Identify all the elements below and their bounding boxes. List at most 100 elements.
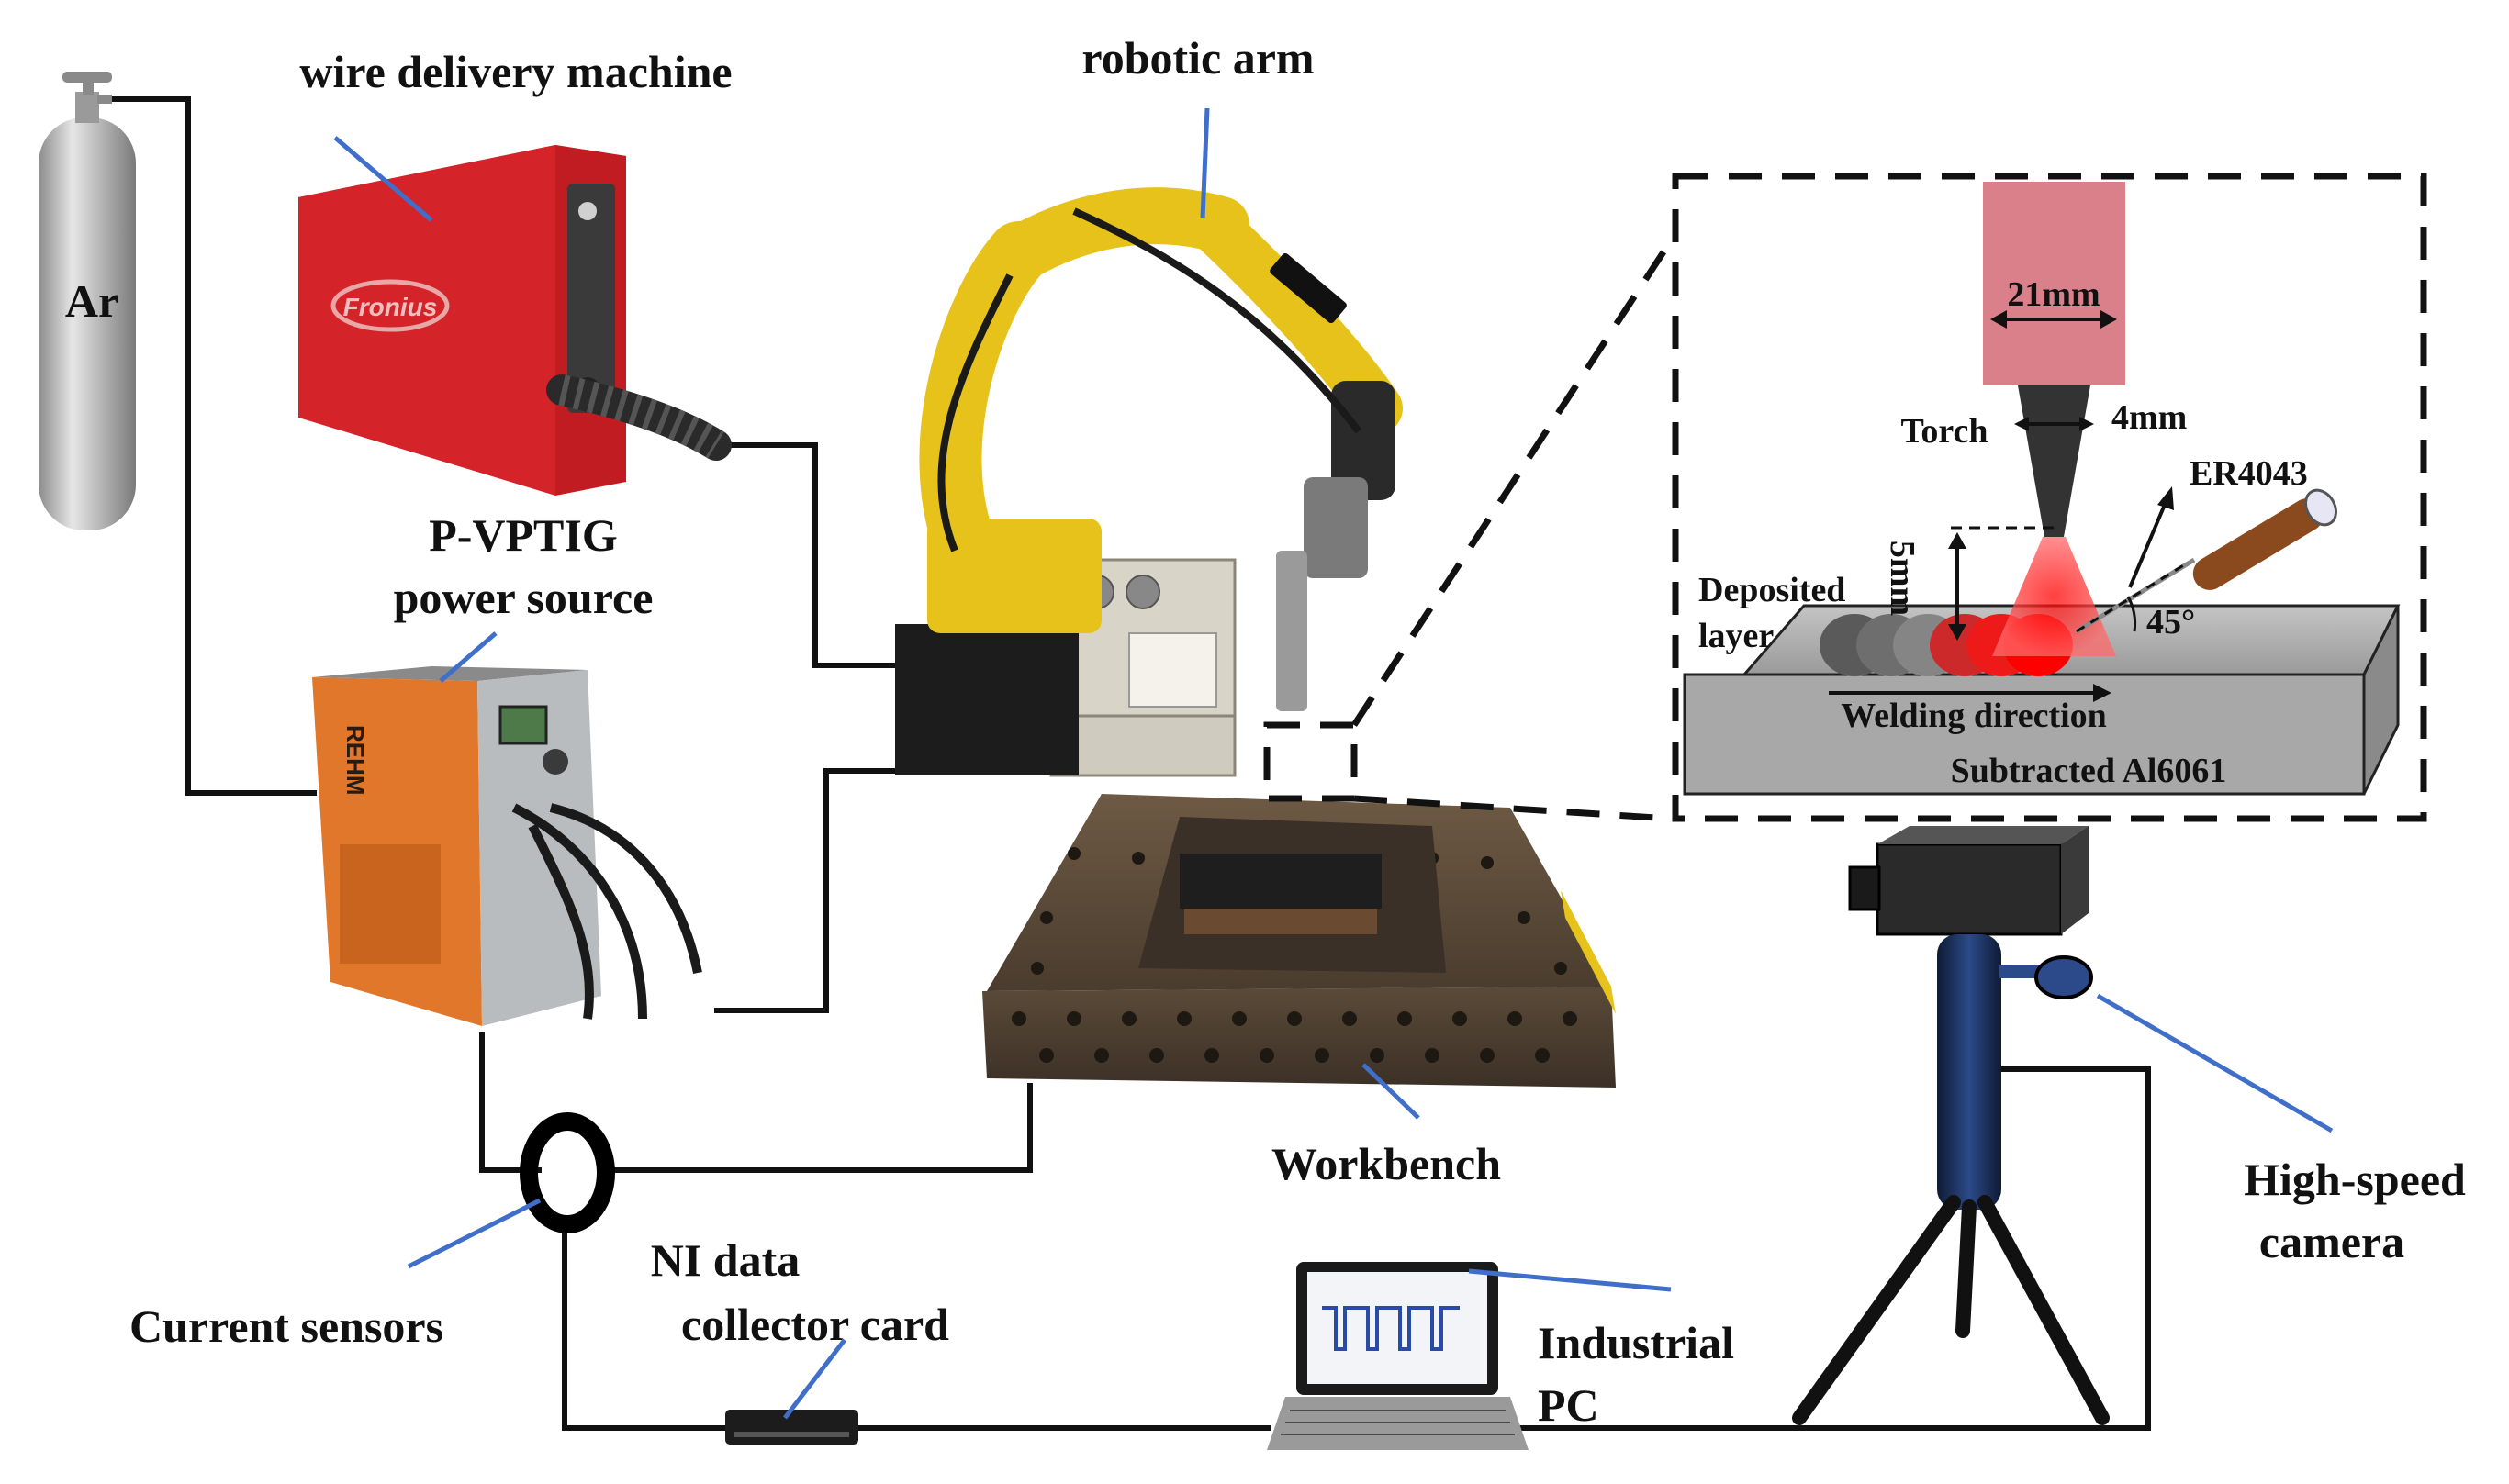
argon-label: Ar <box>65 275 118 327</box>
gas-hose <box>92 96 317 796</box>
robotic-arm <box>895 187 1403 777</box>
tip-width-label: 4mm <box>2111 398 2187 437</box>
valve-handwheel <box>62 72 112 83</box>
robot-cables <box>937 207 1362 552</box>
feeder-knob <box>578 202 597 220</box>
feeder-front <box>298 145 555 496</box>
tripod-handle-arm <box>1999 965 2044 978</box>
tip-arrowhead-left <box>2014 417 2029 431</box>
zoom-source-box <box>1263 721 1358 802</box>
daq-body <box>725 1410 858 1445</box>
camera-body-side <box>2061 826 2089 934</box>
wire-direction-arrow <box>2128 499 2168 588</box>
power-to-robot-cable <box>714 768 923 1013</box>
wire-guide-cap <box>2304 488 2337 527</box>
valve-stem <box>83 81 94 95</box>
camera-leader <box>2096 993 2334 1133</box>
robot-lower-arm <box>919 221 1050 573</box>
welding-direction-label: Welding direction <box>1841 697 2107 735</box>
ni-card-label-2: collector card <box>681 1299 949 1350</box>
p-vptig-power-source: REHM <box>312 666 702 1026</box>
valve-outlet <box>97 95 112 104</box>
weld-detail-inset: Subtracted Al6061 21mm Torch 4mm 5mm <box>1672 173 2427 822</box>
wire-delivery-label: wire delivery machine <box>299 46 732 97</box>
wire-delivery-machine: Fronius <box>298 145 732 496</box>
current-sensors-leader <box>407 1198 542 1269</box>
industrial-pc-leader <box>1468 1268 1672 1292</box>
camera-label-1: High-speed <box>2244 1154 2466 1205</box>
power-torch-leads <box>511 803 702 1020</box>
workbench <box>982 794 1616 1088</box>
screen-waveform <box>1322 1306 1460 1351</box>
ni-card-label-1: NI data <box>651 1234 801 1286</box>
sensor-to-daq-cable <box>562 1221 725 1431</box>
controller-fan-2 <box>1126 575 1160 609</box>
current-sensor-ring <box>520 1112 615 1233</box>
wire-angle-dashed <box>2076 563 2186 633</box>
keyboard-keys <box>1281 1410 1515 1435</box>
power-source-leader <box>439 631 498 683</box>
pc-to-camera-cable <box>1515 1066 2151 1431</box>
industrial-pc <box>1267 1262 1529 1450</box>
zoom-line-upper <box>1351 246 1669 727</box>
ni-card-leader <box>783 1338 846 1420</box>
deposited-label-1: Deposited <box>1698 571 1845 609</box>
nozzle-arrowhead-right <box>2100 310 2117 329</box>
camera-body-top <box>1877 826 2089 844</box>
power-knob <box>543 749 568 775</box>
standoff-arrowhead-bottom <box>1948 624 1966 641</box>
tripod-leg-center <box>1955 1199 1977 1338</box>
cylinder-neck <box>75 92 99 123</box>
rehm-logo: REHM <box>342 725 369 796</box>
power-source-label-2: power source <box>394 572 654 623</box>
daq-front-strip <box>734 1432 849 1437</box>
zoom-callout-lines <box>1263 246 1672 822</box>
angle-arc <box>2126 596 2137 632</box>
camera-label-2: camera <box>2259 1216 2404 1267</box>
robot-torch-nozzle <box>1276 551 1307 711</box>
bench-workpiece <box>1184 909 1377 934</box>
current-sensors-label: Current sensors <box>129 1300 443 1352</box>
nozzle-width-label: 21mm <box>2007 275 2100 314</box>
wire-guide-tube <box>2192 498 2324 590</box>
tip-arrowhead-right <box>2079 417 2094 431</box>
power-vent <box>340 844 441 964</box>
robot-pedestal <box>895 624 1079 775</box>
tripod-handle-knob <box>2034 955 2093 999</box>
high-speed-camera <box>1792 826 2110 1425</box>
nozzle-arrowhead-left <box>1990 310 2007 329</box>
tripod-leg-left <box>1792 1195 1961 1425</box>
tripod-pole <box>1937 934 2001 1210</box>
torch-label: Torch <box>1900 412 1988 451</box>
controller-label-plate <box>1128 632 1217 708</box>
workbench-leader <box>1361 1063 1420 1120</box>
industrial-pc-label-2: PC <box>1538 1379 1599 1431</box>
angle-label: 45° <box>2146 603 2195 642</box>
tripod-leg-right <box>1977 1195 2110 1425</box>
fronius-badge <box>330 279 450 332</box>
robotic-arm-label: robotic arm <box>1081 32 1314 84</box>
fanuc-decal <box>1270 252 1347 324</box>
industrial-pc-label-1: Industrial <box>1538 1317 1734 1368</box>
cylinder-body <box>39 117 136 530</box>
power-source-label-1: P-VPTIG <box>429 509 618 561</box>
wire-delivery-leader <box>333 136 433 222</box>
bench-clamp-block <box>1180 854 1382 909</box>
wire-arrowhead <box>2157 486 2174 510</box>
robot-wrist <box>1331 381 1395 500</box>
substrate-label: Subtracted Al6061 <box>1951 752 2227 790</box>
robot-torch-head <box>1304 477 1368 578</box>
robotic-arm-leader <box>1200 107 1210 219</box>
standoff-arrowhead-top <box>1948 532 1966 549</box>
workbench-label: Workbench <box>1271 1138 1501 1189</box>
standoff-label: 5mm <box>1883 541 1921 616</box>
feeder-side-panel <box>567 184 615 413</box>
argon-cylinder: Ar <box>39 72 136 530</box>
deposited-label-2: layer <box>1698 617 1774 655</box>
wire-feeder-cable <box>716 442 918 668</box>
power-display <box>498 705 548 745</box>
welding-direction-arrowhead <box>2093 684 2111 702</box>
bench-yellow-edge <box>1561 890 1616 1014</box>
bench-front <box>982 987 1616 1088</box>
